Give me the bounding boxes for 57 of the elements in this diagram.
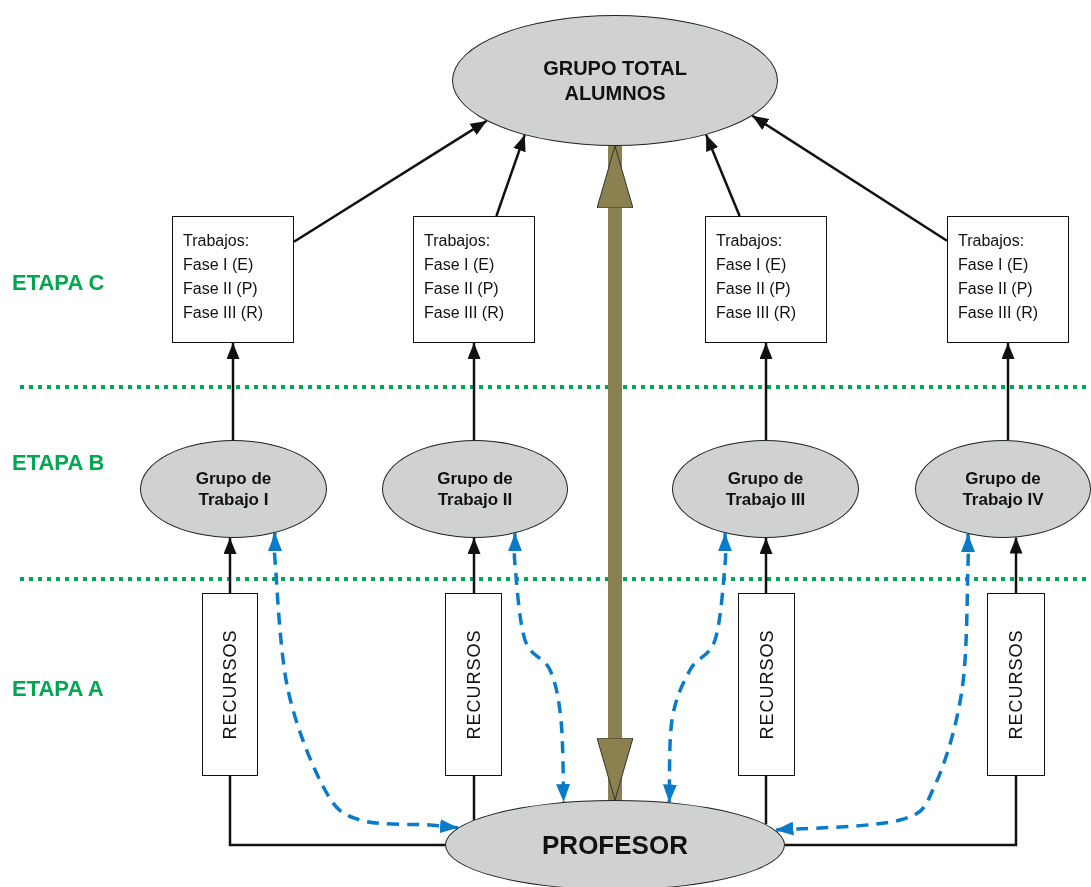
stage-label: ETAPA A <box>12 676 104 702</box>
node-label: PROFESOR <box>542 828 688 862</box>
node-label: Fase II (P) <box>183 279 258 299</box>
arrow <box>751 114 948 242</box>
node-label: Fase II (P) <box>424 279 499 299</box>
arrow <box>759 343 773 440</box>
arrow <box>226 343 240 440</box>
arrow <box>704 134 741 217</box>
arrow <box>223 538 237 593</box>
node-label: Trabajos: <box>183 231 250 251</box>
process-box <box>172 216 294 343</box>
arrow <box>293 119 488 243</box>
arrow <box>1009 537 1023 593</box>
node-label: Trabajos: <box>424 231 491 251</box>
process-box <box>947 216 1069 343</box>
node-label: Fase III (R) <box>716 303 796 323</box>
node-label: Fase III (R) <box>958 303 1038 323</box>
process-box <box>705 216 827 343</box>
node-label: Fase I (E) <box>424 255 495 275</box>
node-label: Trabajos: <box>958 231 1025 251</box>
stage-label: ETAPA C <box>12 270 105 296</box>
connector-line <box>785 776 1018 847</box>
arrow <box>467 538 481 593</box>
node-label: RECURSOS <box>1005 629 1027 740</box>
arrow <box>759 538 773 593</box>
arrow <box>1001 343 1015 441</box>
node-label: RECURSOS <box>756 629 777 740</box>
node-label: Fase I (E) <box>183 255 254 275</box>
node-label: RECURSOS <box>463 629 484 740</box>
connector-line <box>228 776 445 847</box>
dashed-arrow <box>775 533 976 836</box>
node-label: Fase III (R) <box>424 303 504 323</box>
resource-box <box>987 593 1045 776</box>
dashed-arrow <box>267 532 459 833</box>
double-arrow <box>596 145 634 801</box>
node-label: Fase II (P) <box>958 279 1033 299</box>
node-label: Grupo de Trabajo III <box>724 467 807 511</box>
node-label: Fase II (P) <box>716 279 791 299</box>
dashed-arrow <box>662 533 733 803</box>
node-label: RECURSOS <box>219 629 241 740</box>
arrow <box>495 134 526 217</box>
node-label: Fase III (R) <box>183 303 263 323</box>
stage-label: ETAPA B <box>12 450 105 476</box>
resource-box <box>445 593 502 776</box>
resource-box <box>738 593 795 776</box>
arrow <box>467 343 481 440</box>
node-label: Trabajos: <box>716 231 783 251</box>
node-label: GRUPO TOTAL ALUMNOS <box>542 55 688 106</box>
resource-box <box>202 593 258 776</box>
connector-line <box>472 776 476 820</box>
node-label: Grupo de Trabajo II <box>436 467 514 511</box>
node-label: Fase I (E) <box>716 255 787 275</box>
node-label: Grupo de Trabajo IV <box>961 467 1045 511</box>
connector-line <box>764 776 768 825</box>
process-box <box>413 216 535 343</box>
node-label: Fase I (E) <box>958 255 1029 275</box>
node-label: Grupo de Trabajo I <box>194 467 273 511</box>
